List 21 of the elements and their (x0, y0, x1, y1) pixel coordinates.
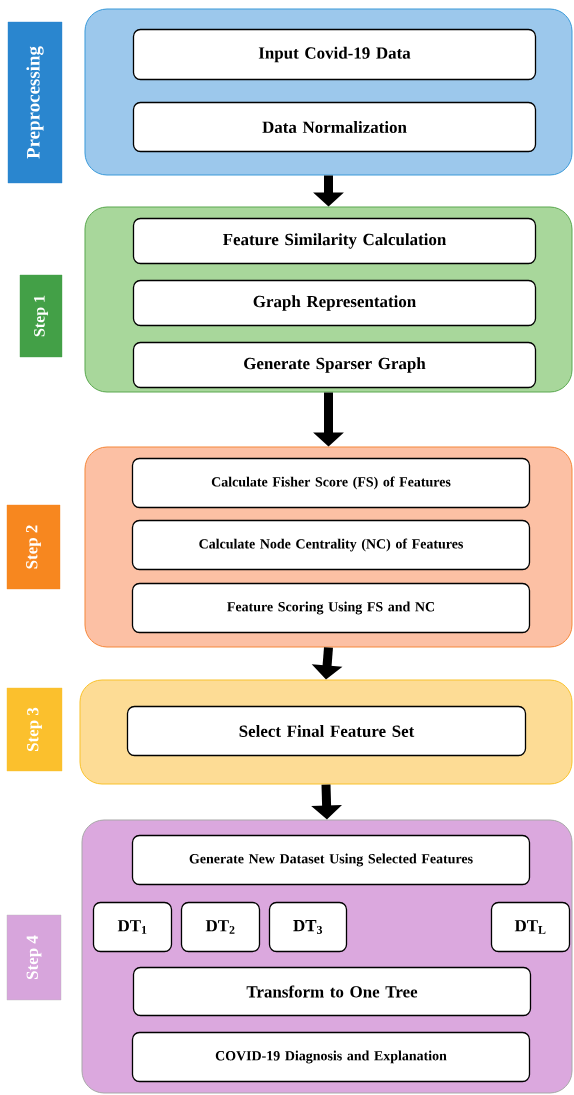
stage-label: Preprocessing (7, 21, 63, 184)
process-box: DT$_{3}$ (268, 901, 348, 953)
stage-label: Step 2 (6, 504, 61, 590)
process-box: Generate Sparser Graph (132, 341, 537, 389)
process-box: Calculate Fisher Score (FS) of Features (131, 457, 531, 509)
stage-label: Step 3 (6, 687, 63, 772)
process-box: DT$_{1}$ (92, 901, 173, 953)
process-box: Input Covid-19 Data (132, 28, 537, 81)
process-box: DT$_{2}$ (180, 901, 261, 953)
process-box: COVID-19 Diagnosis and Explanation (131, 1031, 531, 1083)
stage-label: Step 1 (19, 274, 63, 358)
process-box: Generate New Dataset Using Selected Features (131, 834, 531, 886)
process-box: Select Final Feature Set (126, 705, 527, 757)
process-box: Data Normalization (132, 101, 537, 153)
process-box: Feature Scoring Using FS and NC (131, 582, 531, 634)
process-box: Transform to One Tree (132, 966, 532, 1017)
stage-label: Step 4 (6, 914, 62, 1001)
process-box: Feature Similarity Calculation (132, 217, 537, 265)
process-box: Graph Representation (132, 279, 537, 327)
process-box: DT$_{L}$ (490, 901, 571, 953)
process-box: Calculate Node Centrality (NC) of Features (131, 519, 531, 571)
